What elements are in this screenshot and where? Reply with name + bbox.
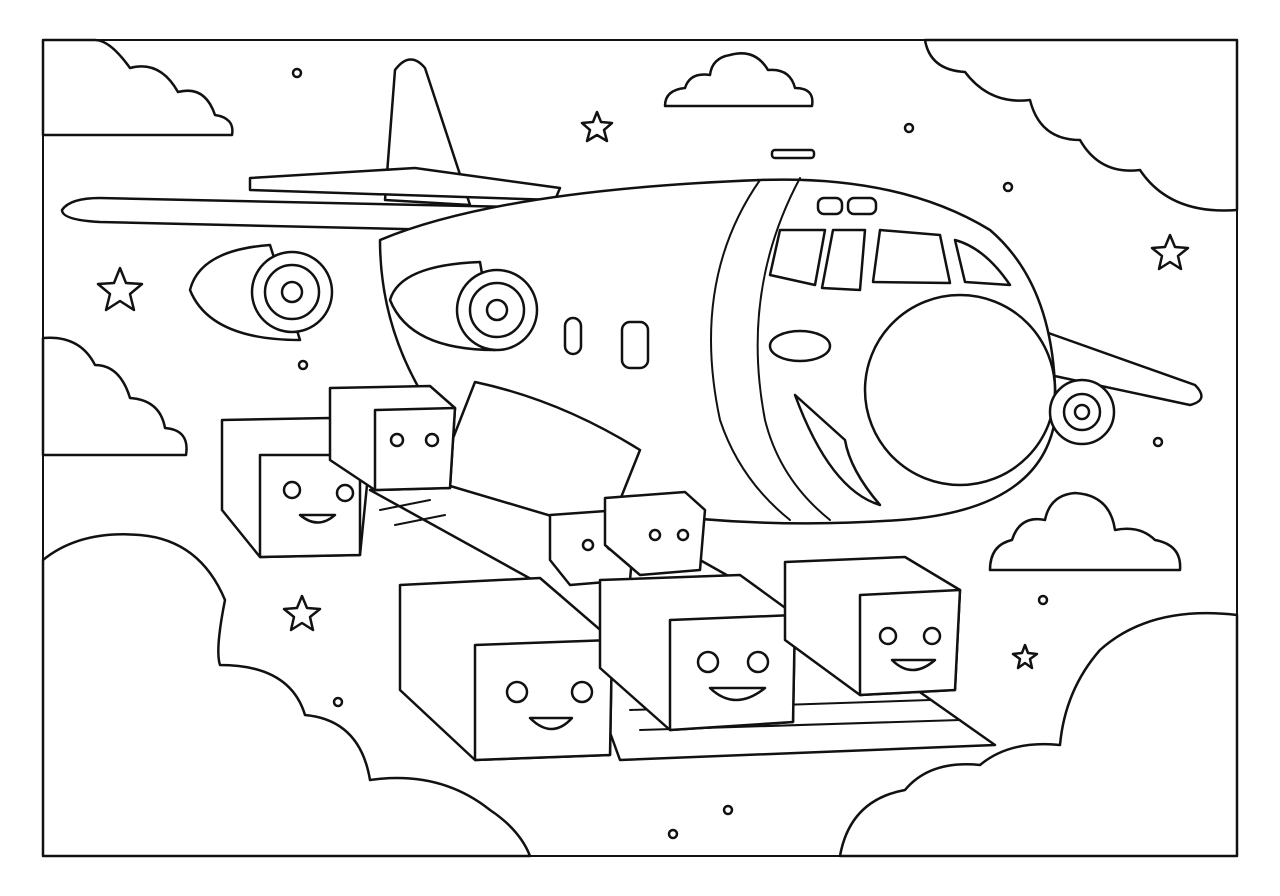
engine-center (388, 260, 539, 352)
crate-with-face (328, 384, 457, 492)
cockpit-window (820, 228, 867, 292)
cockpit-window (768, 228, 827, 287)
nose (863, 293, 1057, 487)
crate-with-face (783, 555, 962, 697)
cloud-left-middle (41, 336, 188, 457)
cockpit-window (871, 228, 952, 285)
crate-with-face (398, 576, 614, 762)
clouds (41, 38, 1239, 858)
antenna (770, 148, 816, 160)
engine-right (1048, 378, 1116, 446)
star-icon (580, 110, 614, 143)
star-icon (96, 266, 144, 312)
upper-window (816, 196, 844, 216)
cloud-bottom-right (838, 611, 1239, 858)
engine-left (188, 243, 334, 342)
cloud-right-middle (988, 491, 1182, 572)
passenger-window (563, 316, 583, 356)
smile (793, 393, 882, 507)
crates (220, 384, 962, 762)
stars (96, 110, 1190, 670)
fuselage-band (756, 177, 831, 521)
eye (768, 329, 832, 363)
fuselage-band (710, 179, 791, 521)
star-icon (1150, 233, 1190, 271)
crate-with-face (603, 490, 707, 577)
cloud-top-right (923, 38, 1239, 212)
cloud-bottom-left (41, 533, 532, 858)
cockpit-window (953, 238, 1012, 287)
cloud-top-left (41, 38, 234, 137)
passenger-window (620, 320, 650, 370)
tail-stabilizer (248, 166, 562, 202)
upper-window (846, 196, 878, 216)
star-icon (282, 594, 322, 632)
cloud-top-center (663, 52, 814, 108)
star-icon (1011, 643, 1039, 670)
dots (291, 67, 1164, 840)
right-wing (1038, 328, 1203, 407)
crate-with-face (598, 573, 797, 732)
